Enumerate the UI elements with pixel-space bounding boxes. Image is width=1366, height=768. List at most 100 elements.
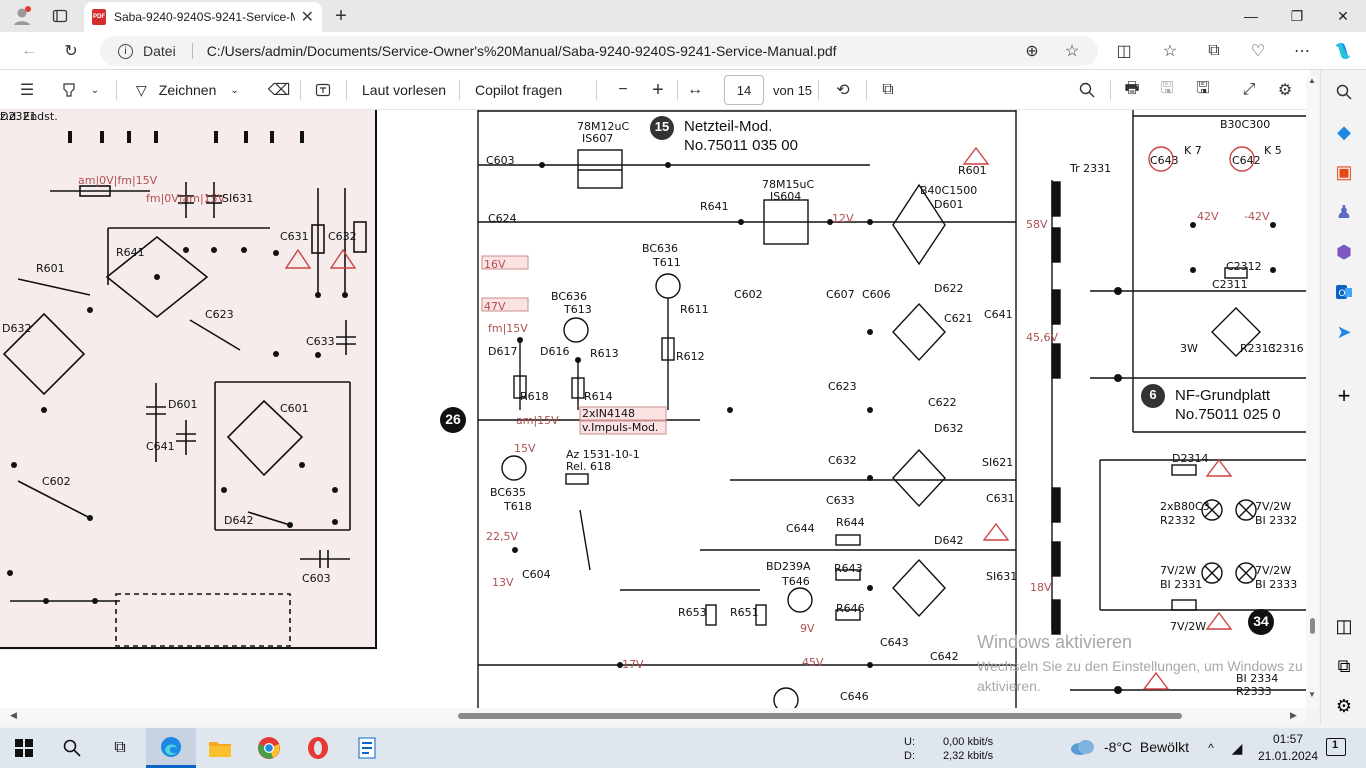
favorite-star-icon[interactable]: ☆ <box>1064 43 1080 60</box>
schematic-label: R2313 <box>1240 342 1276 355</box>
info-icon[interactable]: i <box>118 43 133 59</box>
schematic-label: C641 <box>146 440 175 453</box>
schematic-label: v.Impuls-Mod. <box>582 421 659 434</box>
zoom-in-button[interactable]: + <box>652 78 664 101</box>
address-bar: ← ↻ i Datei C:/Users/admin/Documents/Ser… <box>0 32 1366 70</box>
clock-date[interactable]: 21.01.2024 <box>1257 749 1319 763</box>
collections-icon[interactable]: ⧉ <box>1208 42 1220 59</box>
horizontal-scrollbar[interactable]: ◀ ▶ <box>0 708 1306 724</box>
zoom-icon[interactable]: ⊕ <box>1025 43 1039 60</box>
settings-gear-icon[interactable]: ⚙ <box>1277 82 1293 99</box>
close-tab-icon[interactable]: ✕ <box>300 9 314 26</box>
schematic-label: C641 <box>984 308 1013 321</box>
activation-watermark-title: Windows aktivieren <box>977 632 1133 652</box>
schematic-label: R641 <box>700 200 729 213</box>
eraser-icon[interactable]: ⌫ <box>267 82 291 99</box>
weather-widget[interactable]: -8°C Bewölkt <box>1070 738 1189 756</box>
contents-icon[interactable]: ☰ <box>19 82 35 99</box>
reload-icon[interactable]: ↻ <box>64 43 78 60</box>
tools-icon[interactable]: ▣ <box>1335 161 1353 182</box>
document-app-icon[interactable] <box>343 728 391 768</box>
add-sidebar-icon[interactable]: + <box>1337 383 1351 408</box>
horizontal-scroll-thumb[interactable] <box>458 713 1182 719</box>
file-explorer-icon[interactable] <box>196 728 244 768</box>
zoom-out-button[interactable]: − <box>618 81 628 98</box>
read-aloud-button[interactable]: Laut vorlesen <box>362 82 447 98</box>
tab-pdf[interactable]: PDF Saba-9240-9240S-9241-Service-M ✕ <box>84 2 322 32</box>
search-icon[interactable] <box>1076 70 1098 110</box>
open-window-icon[interactable]: ⧉ <box>1337 655 1351 676</box>
network-icon[interactable]: ◢ <box>1231 739 1243 756</box>
edge-taskbar-icon[interactable] <box>146 728 196 768</box>
scroll-left-arrow[interactable]: ◀ <box>10 710 17 720</box>
profile-icon[interactable] <box>8 4 36 28</box>
maximize-button[interactable]: ❐ <box>1290 7 1304 24</box>
task-view-icon[interactable]: ⧉ <box>114 739 126 756</box>
shopping-icon[interactable]: ◆ <box>1337 121 1351 142</box>
schematic-label: C2316 <box>1268 342 1304 355</box>
draw-button[interactable]: ▽ Zeichnen ⌄ <box>136 70 239 110</box>
schematic-label: am|15V <box>516 414 559 427</box>
save-as-icon[interactable]: 🖫 <box>1196 79 1210 97</box>
performance-icon[interactable]: ♡ <box>1250 43 1266 60</box>
svg-text:O: O <box>1339 289 1346 299</box>
schematic-label: C644 <box>786 522 815 535</box>
tab-title: Saba-9240-9240S-9241-Service-M <box>114 10 295 24</box>
text-box-icon[interactable] <box>312 70 334 110</box>
scroll-down-arrow[interactable]: ▼ <box>1308 690 1316 699</box>
schematic-label: C603 <box>302 572 331 585</box>
sidebar-settings-gear-icon[interactable]: ⚙ <box>1335 695 1353 716</box>
search-icon[interactable] <box>1321 74 1366 110</box>
schematic-label: 15V <box>514 442 536 455</box>
page-view-icon[interactable]: ⧉ <box>882 81 894 98</box>
close-window-button[interactable]: ✕ <box>1337 7 1349 24</box>
schematic-label: C623 <box>205 308 234 321</box>
schematic-label: T646 <box>782 575 810 588</box>
tab-actions-icon[interactable] <box>46 4 74 28</box>
vertical-scroll-thumb[interactable] <box>1310 618 1315 634</box>
highlight-icon[interactable] <box>56 70 82 110</box>
search-icon[interactable] <box>48 728 96 768</box>
save-icon[interactable]: 🖫 <box>1160 79 1174 97</box>
sidebar-layout-icon[interactable]: ◫ <box>1335 615 1353 636</box>
microsoft365-icon[interactable]: ⬢ <box>1336 241 1352 262</box>
chevron-down-icon[interactable]: ⌄ <box>230 84 239 96</box>
fit-width-icon[interactable]: ↔ <box>687 81 703 98</box>
favorites-icon[interactable]: ☆ <box>1162 43 1178 60</box>
page-number-input[interactable]: 14 <box>724 75 764 105</box>
schematic-label: T618 <box>504 500 532 513</box>
outlook-icon[interactable]: O <box>1321 274 1366 310</box>
split-screen-icon[interactable]: ◫ <box>1116 43 1132 60</box>
new-tab-icon[interactable]: + <box>335 4 347 27</box>
clock-time[interactable]: 01:57 <box>1272 732 1304 746</box>
chrome-icon[interactable] <box>245 728 293 768</box>
schematic-label: BC636 <box>642 242 679 255</box>
games-icon[interactable]: ♟ <box>1335 201 1353 222</box>
windows-start-icon[interactable] <box>0 728 48 768</box>
tray-chevron-up-icon[interactable]: ^ <box>1208 741 1214 755</box>
rotate-icon[interactable]: ⟲ <box>836 82 850 99</box>
scroll-up-arrow[interactable]: ▲ <box>1308 76 1316 85</box>
back-icon[interactable]: ← <box>21 42 37 59</box>
chevron-down-icon[interactable]: ⌄ <box>90 84 100 96</box>
net-upload-speed: 0,00 kbit/s <box>943 736 994 748</box>
opera-icon[interactable] <box>294 728 342 768</box>
schematic-label: z.d. Endst. <box>0 110 58 123</box>
copilot-ask-button[interactable]: Copilot fragen <box>475 82 563 98</box>
schematic-label: D601 <box>168 398 198 411</box>
vertical-scrollbar[interactable]: ▲ ▼ <box>1306 76 1318 710</box>
scroll-right-arrow[interactable]: ▶ <box>1290 710 1297 720</box>
copilot-icon[interactable] <box>1330 38 1356 64</box>
minimize-button[interactable]: — <box>1244 8 1258 24</box>
fullscreen-icon[interactable]: ⤢ <box>1242 81 1256 98</box>
notifications-button[interactable]: 1 <box>1326 738 1346 756</box>
schematic-label: BI 2334 <box>1236 672 1279 685</box>
print-icon[interactable]: 🖶 <box>1124 79 1140 97</box>
pdf-page[interactable]: 15 Netzteil-Mod. No.75011 035 00 6 NF-Gr… <box>0 110 1310 710</box>
draw-label: Zeichnen <box>158 82 217 98</box>
send-icon[interactable]: ➤ <box>1336 321 1352 342</box>
more-menu-icon[interactable]: ⋯ <box>1294 43 1310 60</box>
url-field[interactable]: i Datei C:/Users/admin/Documents/Service… <box>100 36 1098 66</box>
net-download-label: D: <box>904 750 915 762</box>
schematic-label: C2311 <box>1212 278 1248 291</box>
